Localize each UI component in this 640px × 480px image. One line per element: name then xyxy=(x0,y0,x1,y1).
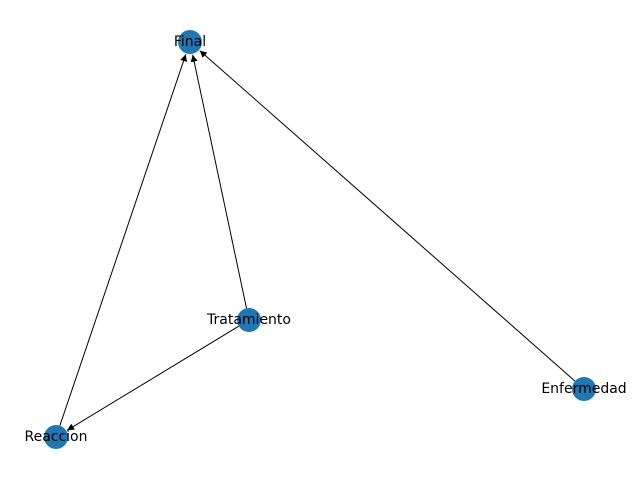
edge-enfermedad-to-final xyxy=(199,50,576,382)
node-tratamiento xyxy=(237,308,261,332)
node-label-final: Final xyxy=(174,34,206,50)
edge-tratamiento-to-reaccion xyxy=(66,325,239,431)
node-label-reaccion: Reaccion xyxy=(24,429,87,445)
edges-layer xyxy=(59,50,576,431)
nodes-layer xyxy=(44,30,596,449)
node-final xyxy=(178,30,202,54)
node-reaccion xyxy=(44,425,68,449)
node-enfermedad xyxy=(572,377,596,401)
node-label-tratamiento: Tratamiento xyxy=(206,312,291,328)
edge-reaccion-to-final xyxy=(59,54,187,426)
node-label-enfermedad: Enfermedad xyxy=(541,381,626,397)
edge-tratamiento-to-final xyxy=(190,54,247,309)
